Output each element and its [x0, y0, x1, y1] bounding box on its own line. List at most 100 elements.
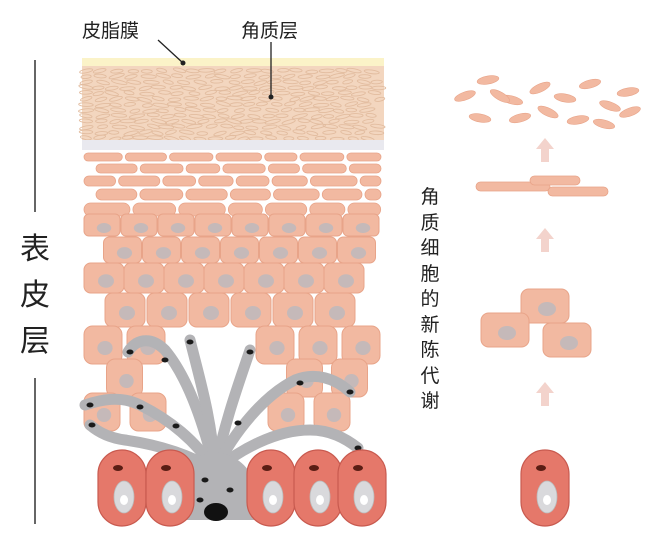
corneum-flake — [318, 68, 335, 74]
corneum-flake — [155, 73, 172, 79]
corneum-flake — [162, 79, 174, 85]
spinous-cell-nucleus — [350, 247, 367, 259]
up-arrow — [541, 148, 549, 162]
corneum-flake — [156, 67, 168, 73]
sebum-label: 皮脂膜 — [82, 20, 140, 42]
corneum-flake — [92, 91, 104, 97]
corneum-flake — [335, 113, 351, 120]
spinous-cell-nucleus — [155, 247, 172, 259]
corneum-flake — [299, 80, 312, 86]
corneum-flake — [79, 68, 94, 74]
spinous-cell-nucleus — [133, 223, 149, 233]
melanin-granule — [296, 380, 304, 386]
corneum-flake — [369, 130, 385, 136]
up-arrow-head — [536, 382, 554, 393]
corneum-flake — [293, 107, 306, 113]
melanin-granule — [226, 487, 234, 493]
granular-cell — [359, 175, 382, 187]
corneum-flake — [303, 107, 320, 112]
corneum-flake — [352, 124, 368, 131]
epidermis-label-char: 层 — [20, 324, 50, 359]
corneum-flake — [215, 96, 228, 102]
corneum-flake — [335, 68, 348, 73]
corneum-flake — [248, 107, 262, 112]
spinous-cell-nucleus — [245, 306, 261, 320]
stratum-lucidum — [82, 140, 384, 150]
corneum-flake — [78, 129, 94, 135]
corneum-flake — [170, 91, 184, 97]
turnover-label-char: 细 — [420, 237, 440, 259]
corneum-flake — [156, 108, 169, 114]
corneum-flake — [356, 102, 372, 108]
melanin-granule — [186, 339, 194, 345]
corneum-flake — [310, 114, 323, 120]
spinous-cell-nucleus — [355, 223, 371, 233]
corneum-flake — [284, 101, 296, 107]
basal-cell-melanin — [262, 465, 272, 471]
spinous-cell-nucleus — [311, 247, 328, 259]
corneum-flake — [78, 84, 94, 90]
sebum-leader-dot — [180, 60, 186, 66]
corneum-flake — [160, 114, 175, 119]
corneum-flake — [123, 102, 136, 107]
corneum-flake — [330, 102, 342, 108]
melanin-granule — [161, 357, 169, 363]
corneum-flake — [146, 112, 160, 118]
corneum-flake — [230, 68, 243, 74]
granular-cell — [235, 175, 270, 187]
granular-cell — [124, 152, 167, 162]
melanin-granule — [354, 445, 362, 451]
corneum-flake — [277, 68, 290, 73]
melanocyte-dendrite — [209, 424, 364, 476]
corneum-flake — [138, 129, 153, 135]
corneum-flake — [230, 113, 245, 119]
corneum-flake — [185, 106, 201, 113]
granular-cell — [229, 188, 271, 201]
granular-cell — [267, 163, 300, 174]
corneum-flake — [362, 118, 375, 124]
corneum-flake — [374, 96, 386, 102]
turnover-label-char: 角 — [420, 186, 440, 208]
corneum-flake — [94, 102, 111, 109]
turnover-label-char: 新 — [420, 313, 440, 336]
basal-cell-nucleolus — [120, 495, 128, 505]
corneum-flake — [256, 101, 268, 107]
corneum-flake — [79, 113, 93, 119]
turnover-label: 角 质 细 胞 的 新 陈 代 谢 — [419, 185, 441, 415]
corneum-flake — [337, 90, 352, 95]
spinous-cell-nucleus — [329, 306, 345, 320]
corneum-flake — [266, 79, 282, 85]
granular-cell — [83, 152, 123, 162]
up-arrow-head — [536, 228, 554, 239]
corneum-flake — [157, 124, 175, 130]
corneum-flake — [210, 79, 224, 84]
granular-cell — [364, 188, 382, 201]
spinous-cell-nucleus — [178, 274, 194, 288]
corneum-flake — [356, 79, 371, 85]
corneum-flake — [282, 73, 296, 80]
basal-cell-nucleolus — [360, 495, 368, 505]
corneum-flake — [152, 102, 170, 108]
corneum-flake — [124, 74, 138, 80]
shed-corneocyte — [489, 89, 511, 103]
corneum-flake — [243, 130, 257, 136]
granular-cell — [95, 188, 138, 201]
corneum-flake — [261, 90, 275, 96]
corneum-flake — [139, 91, 155, 97]
spinous-cell-nucleus — [233, 247, 250, 259]
corneum-flake — [165, 129, 177, 135]
corneum-flake — [258, 74, 271, 80]
basal-cell-nucleolus — [168, 495, 176, 505]
corneum-flake — [78, 118, 94, 124]
granular-cell — [321, 188, 363, 201]
melanocyte-nucleus — [204, 503, 228, 521]
corneum-flake — [172, 67, 187, 73]
basal-cell-nucleolus — [316, 495, 324, 505]
corneum-flake — [79, 135, 92, 141]
corneum-flake — [111, 124, 128, 130]
spinous-cell-nucleus — [194, 247, 211, 259]
corneum-flake — [367, 90, 382, 96]
granular-cell — [264, 152, 298, 162]
shed-corneocyte — [593, 118, 615, 130]
corneum-flake — [343, 73, 356, 79]
